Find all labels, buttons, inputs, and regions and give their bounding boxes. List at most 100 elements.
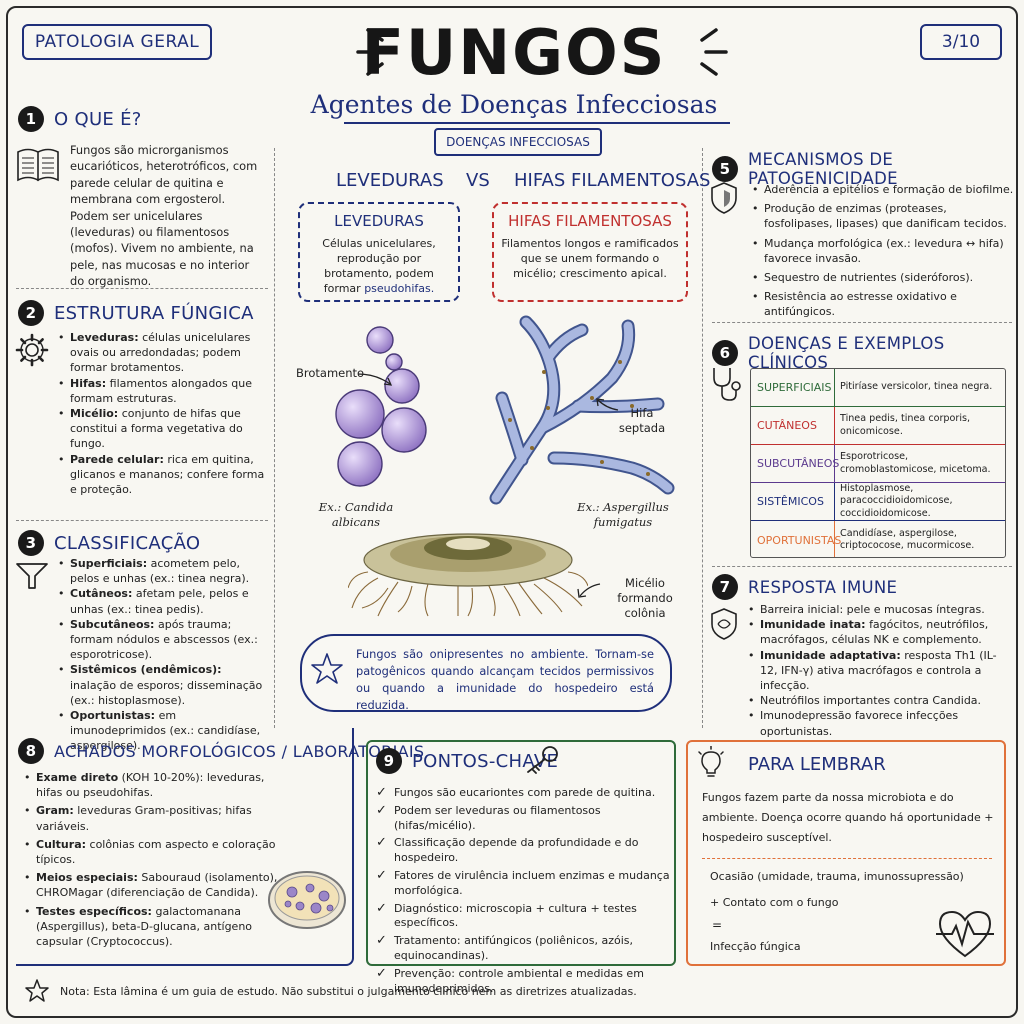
- divider: [712, 566, 1012, 567]
- table-cell-category: CUTÂNEOS: [751, 407, 835, 444]
- pathogenicity-list: Aderência a epitélios e formação de biof…: [752, 182, 1014, 320]
- remember-divider: [702, 858, 992, 859]
- equation-line-1: Ocasião (umidade, trauma, imunossupressã…: [710, 870, 964, 883]
- list-term: Gram:: [36, 804, 74, 818]
- table-cell-examples: Esporotricose, cromoblastomicose, miceto…: [840, 451, 991, 475]
- section-7-header: 7 RESPOSTA IMUNE: [712, 574, 897, 600]
- list-desc: rica em quitina, glicanos e mananos; con…: [70, 452, 265, 497]
- list-desc: leveduras Gram-positivas; hifas variávei…: [36, 804, 252, 833]
- list-term: Testes específicos:: [36, 904, 152, 918]
- yeast-desc-highlight: pseudohifas.: [364, 282, 435, 295]
- list-item: Fungos são eucariontes com parede de qui…: [376, 786, 670, 801]
- section-8-header: 8 ACHADOS MORFOLÓGICOS / LABORATORIAIS: [18, 738, 424, 764]
- list-desc: galactomanana (Aspergillus), beta-D-gluc…: [36, 904, 253, 949]
- mycelium-colony-illustration: [348, 533, 588, 617]
- mycelium-label: Micélio formando colônia: [617, 576, 673, 620]
- yeast-desc-text: Células unicelulares, reprodução por bro…: [322, 237, 436, 295]
- list-term: Superficiais:: [70, 557, 148, 570]
- table-row: OPORTUNISTAS Candidíase, aspergilose, cr…: [751, 521, 1005, 557]
- table-row: CUTÂNEOS Tinea pedis, tinea corporis, on…: [751, 407, 1005, 445]
- section-9-header: 9 PONTOS-CHAVE: [376, 748, 558, 774]
- list-term: Leveduras:: [70, 331, 139, 344]
- immune-list: Barreira inicial: pele e mucosas íntegra…: [748, 602, 1014, 739]
- list-item: Superficiais: acometem pelo, pelos e unh…: [58, 556, 270, 586]
- divider: [16, 520, 268, 521]
- key-icon: [527, 746, 558, 774]
- list-item: Parede celular: rica em quitina, glicano…: [58, 452, 268, 498]
- candida-name: Candida albicans: [331, 500, 394, 529]
- arrow-icon: [596, 398, 619, 411]
- list-term: Micélio:: [70, 407, 119, 421]
- table-cell-category: SUBCUTÂNEOS: [751, 445, 839, 482]
- table-row: SUPERFICIAIS Pitiríase versicolor, tinea…: [751, 369, 1005, 407]
- list-desc: fagócitos, neutrófilos, macrófagos, célu…: [760, 618, 989, 647]
- example-prefix: Ex.:: [318, 500, 342, 514]
- star-icon: [311, 653, 343, 684]
- column-divider: [702, 148, 703, 728]
- table-cell-category: SISTÊMICOS: [751, 483, 835, 520]
- table-cell-examples: Candidíase, aspergilose, criptococose, m…: [840, 527, 975, 552]
- budding-label: Brotamento: [296, 366, 365, 380]
- list-term: Imunidade adaptativa:: [760, 648, 901, 662]
- list-item: Exame direto (KOH 10-20%): leveduras, hi…: [24, 770, 284, 800]
- list-item: Prevenção: controle ambiental e medidas …: [376, 967, 670, 997]
- section-8-box: [16, 728, 354, 966]
- course-tag: PATOLOGIA GERAL: [22, 24, 212, 60]
- list-item: Hifas: filamentos alongados que formam e…: [58, 376, 268, 406]
- section-number: 9: [376, 748, 402, 774]
- table-cell-category: OPORTUNISTAS: [751, 521, 841, 557]
- list-item: Tratamento: antifúngicos (poliênicos, az…: [376, 934, 670, 964]
- list-desc: Sabouraud (isolamento), CHROMagar (difer…: [36, 871, 278, 900]
- candida-label: Ex.: Candida albicans: [316, 500, 396, 530]
- immune-shield-icon: [711, 608, 737, 640]
- section-6-header: 6 DOENÇAS E EXEMPLOS CLÍNICOS: [712, 334, 1016, 372]
- list-desc: afetam pele, pelos e unhas (ex.: tinea p…: [70, 587, 249, 616]
- page-number: 3/10: [920, 24, 1002, 60]
- section-number: 1: [18, 106, 44, 132]
- list-item: Micélio: conjunto de hifas que constitui…: [58, 406, 268, 452]
- hyphae-box-title: HIFAS FILAMENTOSAS: [508, 212, 672, 230]
- yeast-box-title: LEVEDURAS: [334, 212, 424, 230]
- septate-hypha-label: Hifa septada: [618, 406, 666, 435]
- book-icon: [17, 148, 59, 182]
- list-item: Imunidade adaptativa: resposta Th1 (IL-1…: [748, 648, 1014, 694]
- lab-findings-list: Exame direto (KOH 10-20%): leveduras, hi…: [24, 770, 284, 949]
- list-desc: filamentos alongados que formam estrutur…: [70, 376, 252, 405]
- study-sheet: PATOLOGIA GERAL 3/10 FUNGOS Agentes de D…: [6, 6, 1018, 1018]
- key-callout: Fungos são onipresentes no ambiente. Tor…: [300, 634, 672, 712]
- star-icon: [25, 979, 49, 1002]
- list-item: Sequestro de nutrientes (sideróforos).: [752, 270, 1014, 285]
- table-cell-examples: Tinea pedis, tinea corporis, onicomicose…: [840, 413, 971, 437]
- subtitle-underline: [344, 122, 730, 124]
- shield-icon: [711, 182, 737, 214]
- classification-list: Superficiais: acometem pelo, pelos e unh…: [58, 556, 270, 754]
- callout-text: Fungos são onipresentes no ambiente. Tor…: [356, 647, 654, 712]
- list-term: Parede celular:: [70, 452, 164, 466]
- section-number: 8: [18, 738, 44, 764]
- list-term: Subcutâneos:: [70, 617, 155, 631]
- list-item: Oportunistas: em imunodeprimidos (ex.: c…: [58, 708, 270, 754]
- section-title: O QUE É?: [54, 108, 142, 130]
- list-item: Cultura: colônias com aspecto e coloraçã…: [24, 837, 284, 867]
- list-item: Barreira inicial: pele e mucosas íntegra…: [748, 602, 1014, 617]
- table-cell-examples: Histoplasmose, paracoccidioidomicose, co…: [840, 482, 953, 519]
- section-number: 2: [18, 300, 44, 326]
- petri-dish-icon: [268, 871, 346, 929]
- section-1-text: Fungos são microrganismos eucarióticos, …: [70, 143, 258, 289]
- equation-line-3: =: [712, 918, 723, 932]
- divider: [16, 288, 268, 289]
- section-number: 3: [18, 530, 44, 556]
- emphasis-lines-right-icon: [700, 28, 728, 76]
- column-divider: [274, 148, 275, 728]
- hyphae-illustration: [489, 315, 675, 505]
- list-desc: após trauma; formam nódulos e abscessos …: [70, 617, 258, 662]
- arrow-icon: [357, 373, 393, 386]
- list-term: Imunidade inata:: [760, 618, 866, 632]
- list-desc: colônias com aspecto e coloração típicos…: [36, 837, 276, 867]
- list-desc: resposta Th1 (IL-12, IFN-γ) ativa macróf…: [760, 648, 997, 693]
- diseases-table: SUPERFICIAIS Pitiríase versicolor, tinea…: [750, 368, 1006, 558]
- list-desc: Neutrófilos importantes contra Candida.: [760, 694, 982, 708]
- table-row: SUBCUTÂNEOS Esporotricose, cromoblastomi…: [751, 445, 1005, 483]
- section-2-header: 2 ESTRUTURA FÚNGICA: [18, 300, 254, 326]
- list-item: Imunidade inata: fagócitos, neutrófilos,…: [748, 617, 1014, 647]
